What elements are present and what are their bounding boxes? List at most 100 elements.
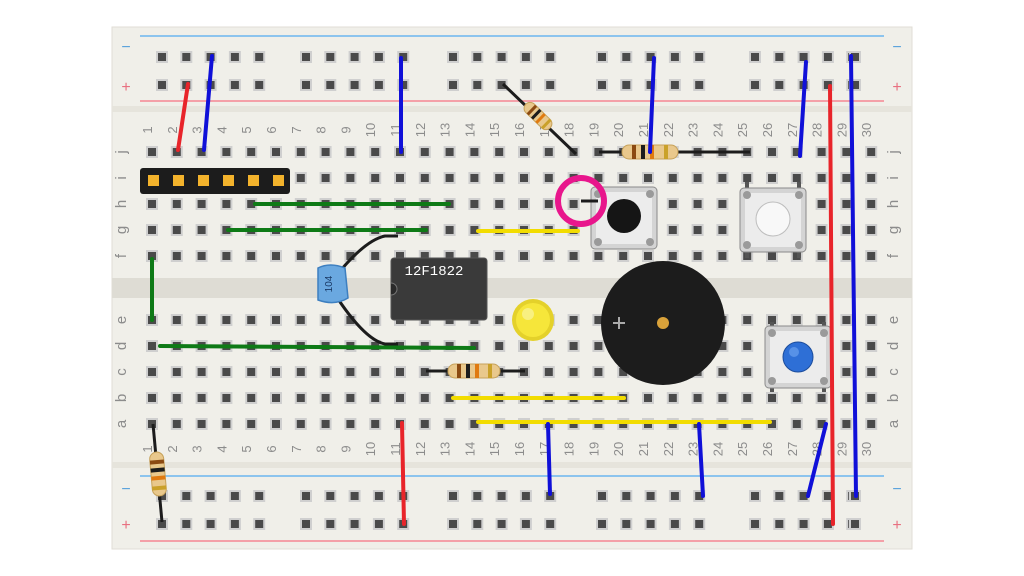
breadboard-hole-socket bbox=[497, 53, 506, 61]
breadboard-hole-socket bbox=[842, 342, 851, 350]
breadboard-hole-socket bbox=[172, 252, 181, 260]
column-number: 9 bbox=[338, 126, 353, 133]
breadboard-hole-socket bbox=[420, 420, 429, 428]
breadboard-hole-socket bbox=[182, 520, 191, 528]
column-number: 27 bbox=[785, 442, 800, 456]
breadboard-hole-socket bbox=[374, 492, 383, 500]
breadboard-hole-socket bbox=[792, 174, 801, 182]
column-number: 10 bbox=[363, 442, 378, 456]
breadboard-hole-socket bbox=[646, 492, 655, 500]
row-letter: h bbox=[885, 200, 902, 208]
breadboard-hole-socket bbox=[399, 53, 408, 61]
breadboard-hole-socket bbox=[272, 394, 280, 402]
row-letter: a bbox=[885, 419, 902, 428]
breadboard-hole-socket bbox=[799, 492, 808, 500]
column-number: 4 bbox=[214, 126, 229, 133]
breadboard-hole-socket bbox=[172, 200, 181, 208]
column-number: 12 bbox=[413, 123, 428, 137]
breadboard-hole-socket bbox=[544, 200, 553, 208]
breadboard-hole-socket bbox=[842, 226, 851, 234]
breadboard-hole-socket bbox=[768, 420, 776, 428]
row-letter: j bbox=[113, 150, 130, 154]
breadboard-hole-socket bbox=[622, 520, 631, 528]
breadboard-hole-socket bbox=[693, 252, 702, 260]
breadboard-hole-socket bbox=[668, 252, 677, 260]
breadboard-hole-socket bbox=[867, 200, 876, 208]
breadboard-hole-socket bbox=[371, 148, 380, 156]
breadboard-hole-socket bbox=[842, 316, 851, 324]
breadboard-hole-socket bbox=[842, 394, 851, 402]
breadboard-hole-socket bbox=[823, 81, 832, 89]
breadboard-hole-socket bbox=[396, 174, 404, 182]
column-number: 20 bbox=[611, 123, 626, 137]
breadboard-hole-socket bbox=[718, 200, 727, 208]
breadboard-hole-socket bbox=[371, 368, 380, 376]
breadboard-hole-socket bbox=[296, 148, 305, 156]
center-channel bbox=[112, 278, 912, 298]
column-number: 1 bbox=[140, 445, 155, 452]
breadboard-hole-socket bbox=[272, 316, 280, 324]
blue-wire bbox=[546, 422, 552, 496]
breadboard-hole-socket bbox=[670, 520, 679, 528]
breadboard-hole-socket bbox=[546, 492, 555, 500]
breadboard-hole-socket bbox=[867, 394, 876, 402]
breadboard-hole-socket bbox=[346, 316, 355, 324]
breadboard-hole-socket bbox=[272, 420, 280, 428]
breadboard-hole-socket bbox=[768, 316, 776, 324]
breadboard-hole-socket bbox=[272, 252, 280, 260]
breadboard-hole-socket bbox=[646, 520, 655, 528]
breadboard-hole-socket bbox=[158, 53, 166, 61]
breadboard-hole-socket bbox=[247, 148, 256, 156]
breadboard-hole-socket bbox=[495, 342, 504, 350]
breadboard-hole-socket bbox=[718, 342, 727, 350]
breadboard-hole-socket bbox=[644, 394, 652, 402]
breadboard-hole-socket bbox=[569, 252, 578, 260]
breadboard-hole-socket bbox=[851, 53, 859, 61]
breadboard-hole-socket bbox=[823, 53, 832, 61]
breadboard-hole-socket bbox=[346, 394, 355, 402]
breadboard-hole-socket bbox=[148, 226, 156, 234]
row-letter: h bbox=[113, 200, 130, 208]
breadboard-hole-socket bbox=[445, 420, 454, 428]
breadboard-hole-socket bbox=[321, 394, 330, 402]
breadboard-hole-socket bbox=[842, 252, 851, 260]
breadboard-hole-socket bbox=[817, 200, 826, 208]
breadboard-hole-socket bbox=[792, 148, 801, 156]
blue-wires bbox=[202, 54, 858, 498]
breadboard-hole-socket bbox=[473, 492, 482, 500]
breadboard-hole-socket bbox=[247, 200, 256, 208]
pin-header bbox=[140, 168, 290, 194]
breadboard-hole-socket bbox=[449, 53, 457, 61]
breadboard-hole-socket bbox=[743, 394, 752, 402]
breadboard-hole-socket bbox=[321, 420, 330, 428]
breadboard-hole-socket bbox=[302, 81, 310, 89]
column-number: 4 bbox=[214, 445, 229, 452]
green-wire bbox=[158, 344, 476, 350]
breadboard-hole-socket bbox=[817, 252, 826, 260]
breadboard-hole-socket bbox=[247, 420, 256, 428]
breadboard-hole-socket bbox=[197, 420, 206, 428]
column-number: 2 bbox=[165, 126, 180, 133]
column-number: 12 bbox=[413, 442, 428, 456]
breadboard-hole-socket bbox=[817, 226, 826, 234]
breadboard-hole-socket bbox=[197, 252, 206, 260]
breadboard-hole-socket bbox=[851, 81, 859, 89]
row-letter: j bbox=[885, 150, 902, 154]
breadboard-hole-socket bbox=[799, 53, 808, 61]
breadboard-hole-socket bbox=[867, 174, 876, 182]
breadboard-hole-socket bbox=[842, 420, 851, 428]
breadboard-hole-socket bbox=[420, 394, 429, 402]
breadboard-hole-socket bbox=[775, 53, 784, 61]
column-number: 15 bbox=[487, 123, 502, 137]
column-number: 28 bbox=[810, 123, 825, 137]
breadboard-hole-socket bbox=[751, 81, 759, 89]
breadboard-hole-socket bbox=[497, 520, 506, 528]
column-number: 23 bbox=[686, 123, 701, 137]
breadboard-hole-socket bbox=[222, 368, 231, 376]
breadboard-hole-socket bbox=[743, 368, 752, 376]
breadboard-hole-socket bbox=[172, 226, 181, 234]
breadboard-hole-socket bbox=[520, 174, 528, 182]
breadboard-hole-socket bbox=[867, 226, 876, 234]
